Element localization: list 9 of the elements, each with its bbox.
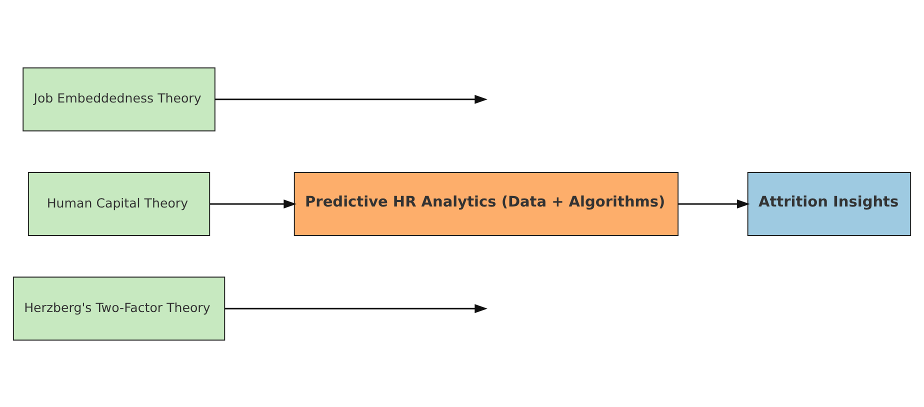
node-box: Herzberg's Two-Factor Theory bbox=[12, 276, 226, 340]
arrow bbox=[210, 199, 296, 208]
node-box: Attrition Insights bbox=[747, 172, 912, 236]
node-box: Job Embeddedness Theory bbox=[22, 66, 216, 131]
node-box: Predictive HR Analytics (Data + Algorithms) bbox=[294, 172, 679, 236]
arrow bbox=[224, 304, 488, 313]
arrow bbox=[215, 94, 488, 104]
node-box: Human Capital Theory bbox=[28, 172, 210, 236]
arrow bbox=[678, 199, 750, 208]
